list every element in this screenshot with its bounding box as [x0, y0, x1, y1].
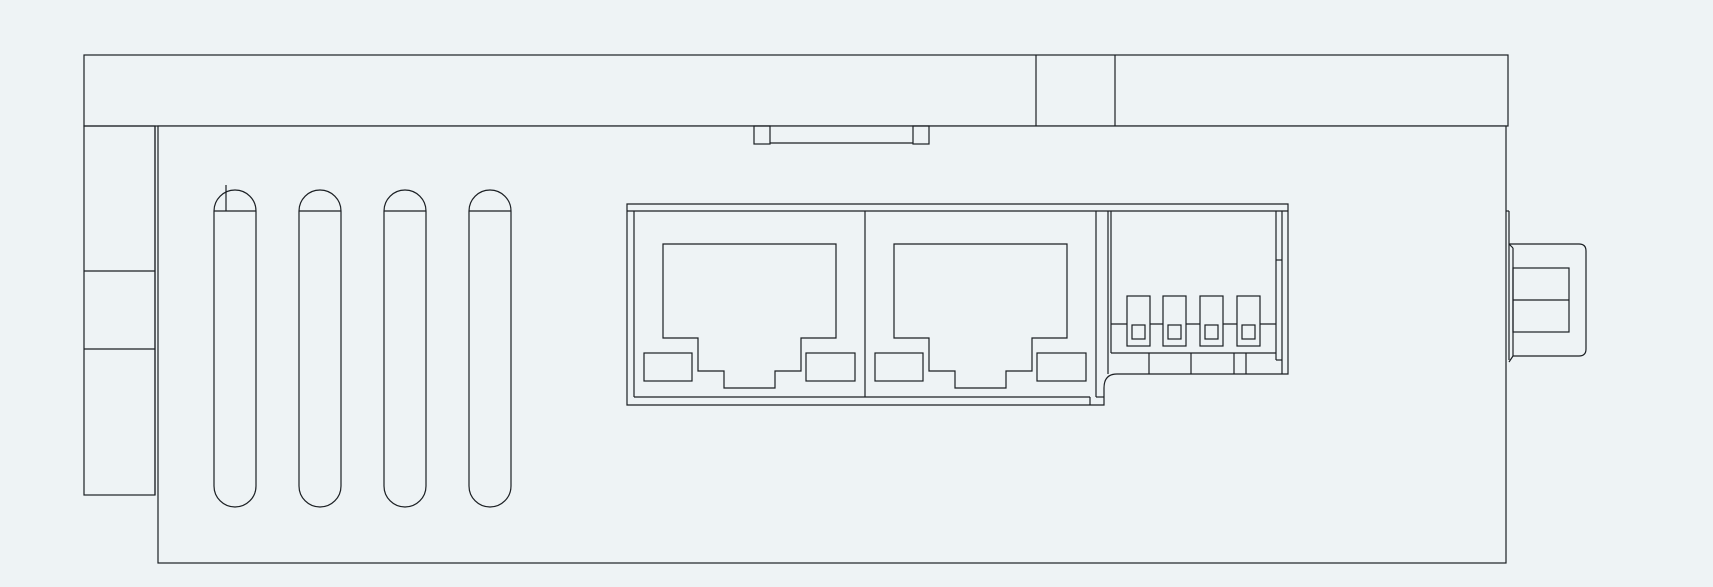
port-block: [626, 203, 1289, 406]
ethernet-port: [643, 243, 856, 389]
dip-switch: [1236, 295, 1261, 347]
top-latch: [753, 125, 930, 145]
vent-slot: [468, 189, 512, 508]
left-side-plate: [83, 125, 156, 496]
dip-switch: [1162, 295, 1187, 347]
vent-slots: [213, 185, 512, 508]
vent-slot: [298, 189, 342, 508]
dip-switch-bay: [1107, 211, 1283, 374]
top-rail: [83, 54, 1509, 127]
vent-slot: [383, 189, 427, 508]
ethernet-port: [874, 243, 1087, 389]
right-connector: [1506, 210, 1587, 363]
main-housing: [154, 125, 1507, 564]
dip-switch: [1126, 295, 1151, 347]
vent-slot: [213, 185, 257, 508]
dip-switch: [1199, 295, 1224, 347]
